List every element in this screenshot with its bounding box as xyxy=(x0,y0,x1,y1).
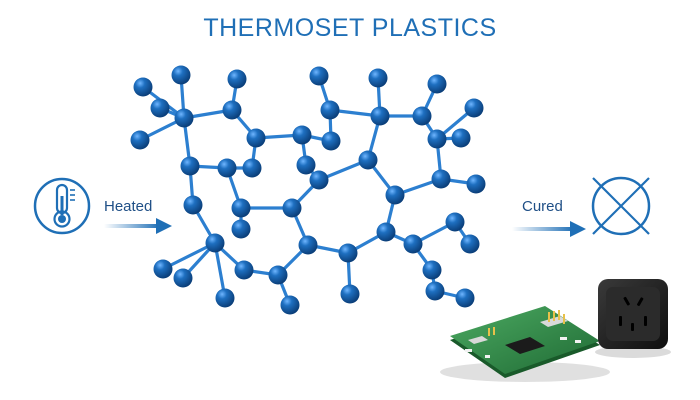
atom-38 xyxy=(215,288,235,308)
atom-9 xyxy=(309,170,329,190)
crossed-circle-icon xyxy=(591,176,651,236)
atom-17 xyxy=(309,66,329,86)
atom-1 xyxy=(171,65,191,85)
bond-47 xyxy=(161,241,217,271)
cured-label: Cured xyxy=(522,198,563,215)
atom-48 xyxy=(321,131,341,151)
diagram-title: THERMOSET PLASTICS xyxy=(203,14,497,42)
atom-13 xyxy=(180,156,200,176)
circuit-board-image xyxy=(440,306,610,382)
atom-2 xyxy=(133,77,153,97)
atom-12 xyxy=(217,158,237,178)
atom-41 xyxy=(403,234,423,254)
atom-14 xyxy=(183,195,203,215)
atom-16 xyxy=(282,198,302,218)
molecular-network xyxy=(130,65,486,315)
atom-8 xyxy=(292,125,312,145)
atom-6 xyxy=(222,100,242,120)
thermometer-icon xyxy=(33,177,91,235)
atom-40 xyxy=(340,284,360,304)
atom-29 xyxy=(385,185,405,205)
atom-39 xyxy=(280,295,300,315)
atom-45 xyxy=(425,281,445,301)
atoms xyxy=(130,65,486,315)
cured-arrow xyxy=(512,221,586,237)
heated-label: Heated xyxy=(104,198,153,215)
atom-26 xyxy=(427,129,447,149)
atom-44 xyxy=(422,260,442,280)
atom-20 xyxy=(368,68,388,88)
atom-0 xyxy=(174,108,194,128)
power-socket-image xyxy=(595,279,671,358)
atom-30 xyxy=(376,222,396,242)
atom-25 xyxy=(451,128,471,148)
atom-37 xyxy=(173,268,193,288)
atom-4 xyxy=(130,130,150,150)
atom-5 xyxy=(227,69,247,89)
atom-35 xyxy=(205,233,225,253)
atom-7 xyxy=(246,128,266,148)
atom-36 xyxy=(153,259,173,279)
atom-3 xyxy=(150,98,170,118)
atom-27 xyxy=(431,169,451,189)
atom-23 xyxy=(427,74,447,94)
atom-24 xyxy=(464,98,484,118)
atom-46 xyxy=(455,288,475,308)
atom-47 xyxy=(231,219,251,239)
atom-18 xyxy=(320,100,340,120)
atom-32 xyxy=(298,235,318,255)
atom-11 xyxy=(242,158,262,178)
atom-34 xyxy=(234,260,254,280)
atom-10 xyxy=(296,155,316,175)
atom-19 xyxy=(358,150,378,170)
atom-31 xyxy=(338,243,358,263)
atom-21 xyxy=(370,106,390,126)
atom-22 xyxy=(412,106,432,126)
atom-33 xyxy=(268,265,288,285)
atom-28 xyxy=(466,174,486,194)
atom-15 xyxy=(231,198,251,218)
atom-43 xyxy=(460,234,480,254)
heated-arrow xyxy=(104,218,172,234)
atom-42 xyxy=(445,212,465,232)
